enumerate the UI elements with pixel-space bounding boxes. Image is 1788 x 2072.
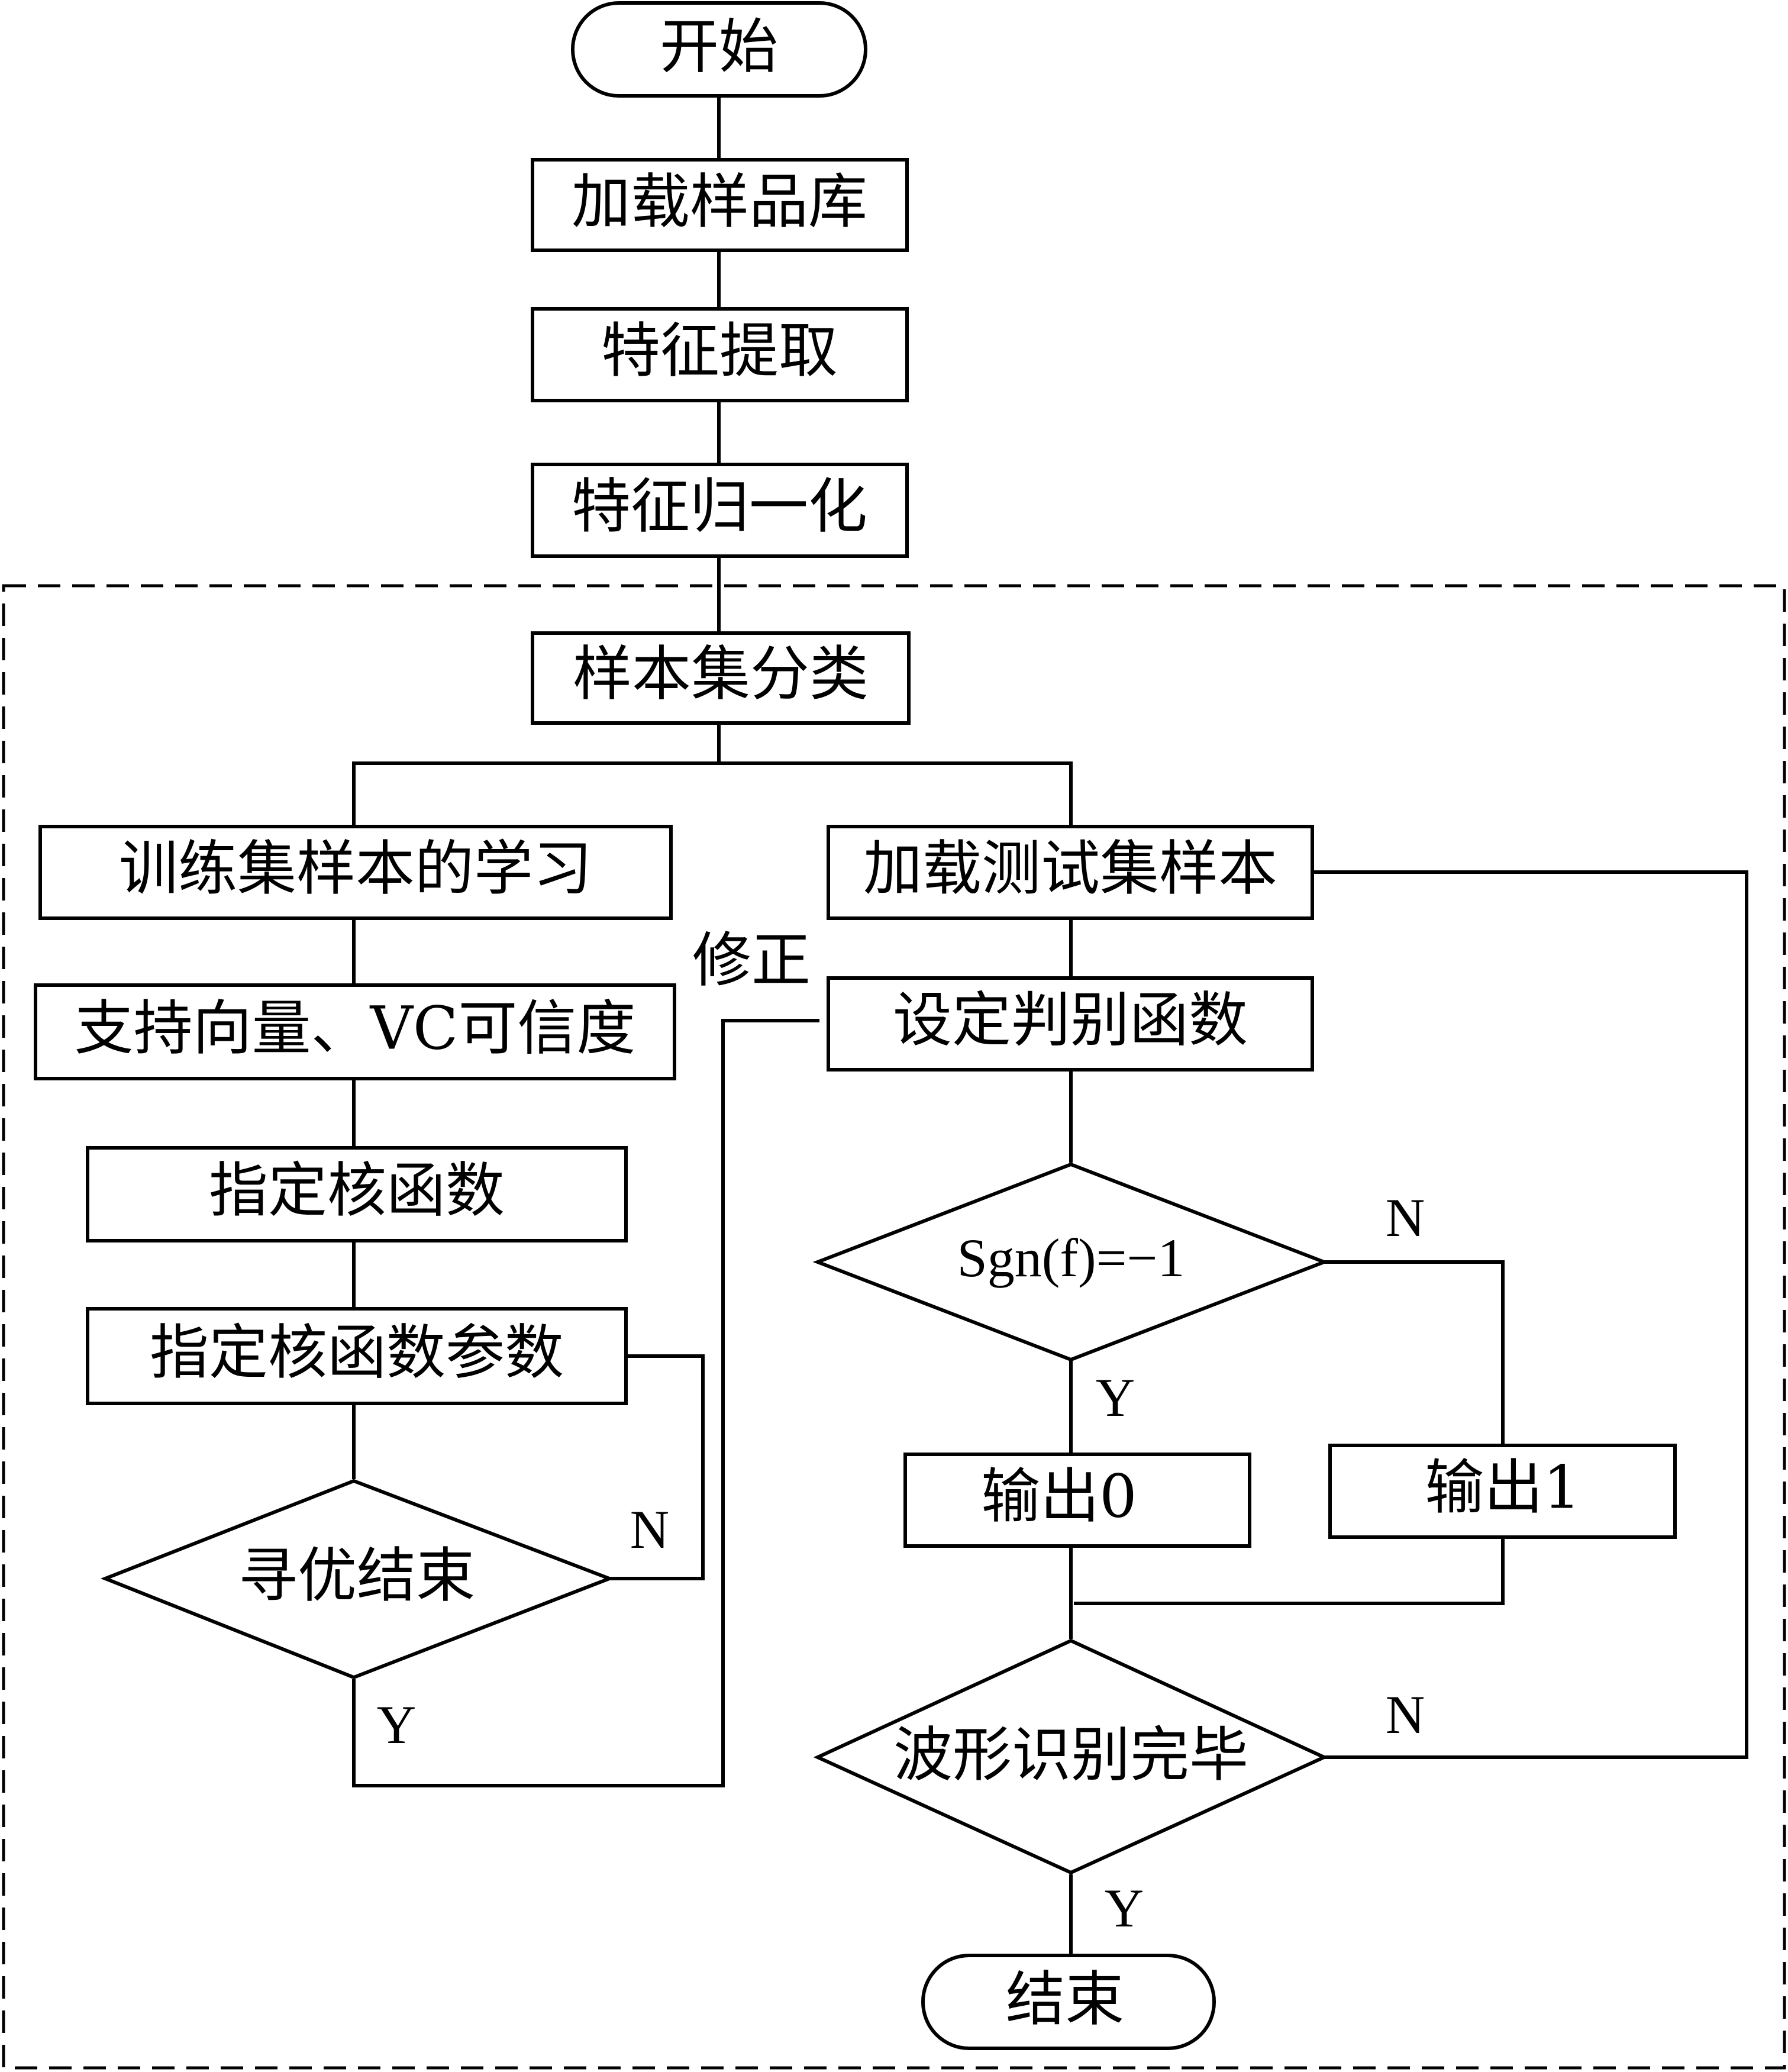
arrow-sgn-no-to-output1	[1324, 1260, 1505, 1444]
label-done-yes: Y	[1105, 1878, 1144, 1938]
node-end-label: 结束	[1006, 1965, 1124, 2034]
path-search-yes-to-discriminant	[352, 1019, 820, 1787]
node-output0: 输出0	[903, 1453, 1251, 1548]
node-load-library-label: 加载样品库	[572, 167, 867, 237]
node-sgn-check-label: Sgn(f)=−1	[957, 1228, 1185, 1288]
split-line-right	[719, 761, 1073, 826]
label-done-no: N	[1386, 1684, 1425, 1745]
node-load-test-label: 加载测试集样本	[863, 834, 1277, 903]
label-correction: 修正	[692, 926, 811, 995]
node-end: 结束	[921, 1954, 1216, 2050]
node-load-library: 加载样品库	[531, 158, 909, 252]
svm-region-dashed-frame	[2, 584, 1786, 2070]
merge-output1	[1073, 1538, 1505, 1605]
node-search-end: 寻优结束	[100, 1479, 615, 1680]
label-sgn-yes: Y	[1096, 1367, 1135, 1428]
node-search-end-label: 寻优结束	[238, 1541, 475, 1611]
label-sgn-no: N	[1386, 1187, 1425, 1248]
node-recognition-done-label: 波形识别完毕	[893, 1721, 1248, 1790]
label-search-no: N	[630, 1499, 669, 1560]
node-start: 开始	[571, 1, 867, 98]
connectors	[352, 98, 1748, 1954]
node-train-learning-label: 训练集样本的学习	[119, 834, 592, 903]
node-output1: 输出1	[1328, 1444, 1677, 1539]
node-start-label: 开始	[660, 12, 778, 82]
node-kernel-label: 指定核函数	[209, 1156, 505, 1225]
loop-done-no	[1312, 870, 1748, 1759]
node-feature-extraction-label: 特征提取	[601, 317, 838, 386]
node-support-vector-label: 支持向量、VC可信度	[75, 994, 636, 1063]
node-feature-normalization: 特征归一化	[531, 463, 909, 558]
node-kernel-params-label: 指定核函数参数	[150, 1318, 564, 1387]
split-line	[352, 723, 721, 826]
node-kernel-params: 指定核函数参数	[86, 1307, 628, 1405]
node-support-vector: 支持向量、VC可信度	[34, 983, 676, 1080]
node-set-discriminant: 设定判别函数	[827, 976, 1314, 1071]
loop-search-no	[609, 1354, 705, 1580]
node-kernel: 指定核函数	[86, 1146, 628, 1242]
node-feature-normalization-label: 特征归一化	[572, 472, 867, 541]
node-sgn-check: Sgn(f)=−1	[812, 1162, 1329, 1362]
node-load-test: 加载测试集样本	[827, 825, 1314, 920]
node-recognition-done: 波形识别完毕	[813, 1638, 1329, 1875]
node-train-learning: 训练集样本的学习	[38, 825, 673, 920]
node-sample-classification: 样本集分类	[531, 631, 911, 725]
node-set-discriminant-label: 设定判别函数	[893, 986, 1248, 1055]
node-output0-label: 输出0	[981, 1462, 1137, 1531]
node-feature-extraction: 特征提取	[531, 307, 909, 402]
label-search-yes: Y	[377, 1695, 416, 1755]
node-sample-classification-label: 样本集分类	[573, 640, 869, 709]
node-output1-label: 输出1	[1425, 1453, 1581, 1522]
